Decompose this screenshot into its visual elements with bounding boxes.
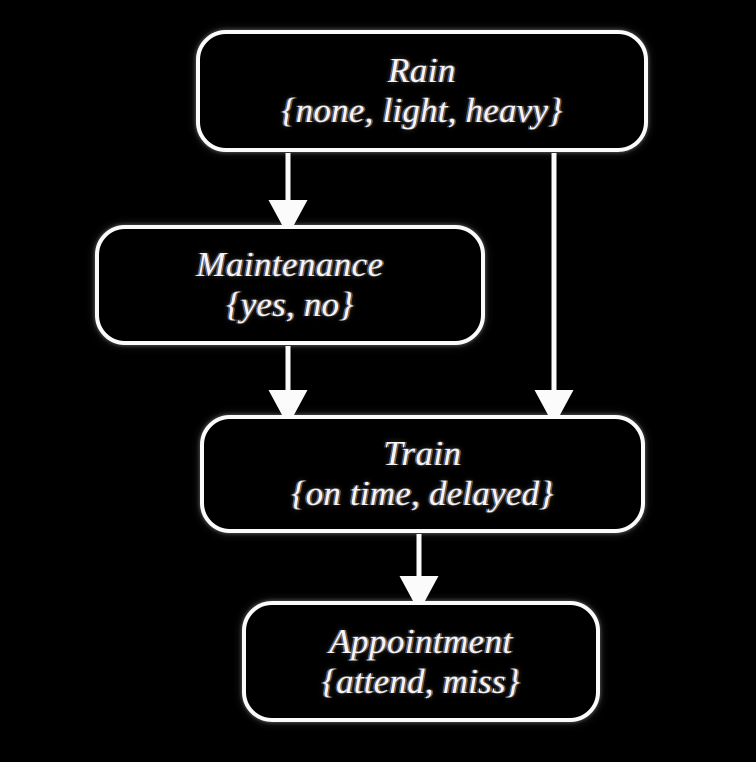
node-appointment-states: {attend, miss}	[321, 661, 521, 701]
node-train[interactable]: Train {on time, delayed}	[200, 415, 645, 533]
node-maintenance-states: {yes, no}	[226, 285, 354, 324]
node-rain-title: Rain	[388, 51, 456, 91]
node-appointment[interactable]: Appointment {attend, miss}	[242, 601, 600, 722]
node-maintenance[interactable]: Maintenance {yes, no}	[95, 225, 485, 345]
node-train-title: Train	[383, 434, 462, 474]
node-rain-states: {none, light, heavy}	[281, 91, 563, 130]
node-maintenance-title: Maintenance	[196, 245, 384, 285]
node-appointment-title: Appointment	[329, 621, 513, 661]
node-rain[interactable]: Rain {none, light, heavy}	[196, 30, 648, 152]
node-train-states: {on time, delayed}	[291, 474, 554, 513]
